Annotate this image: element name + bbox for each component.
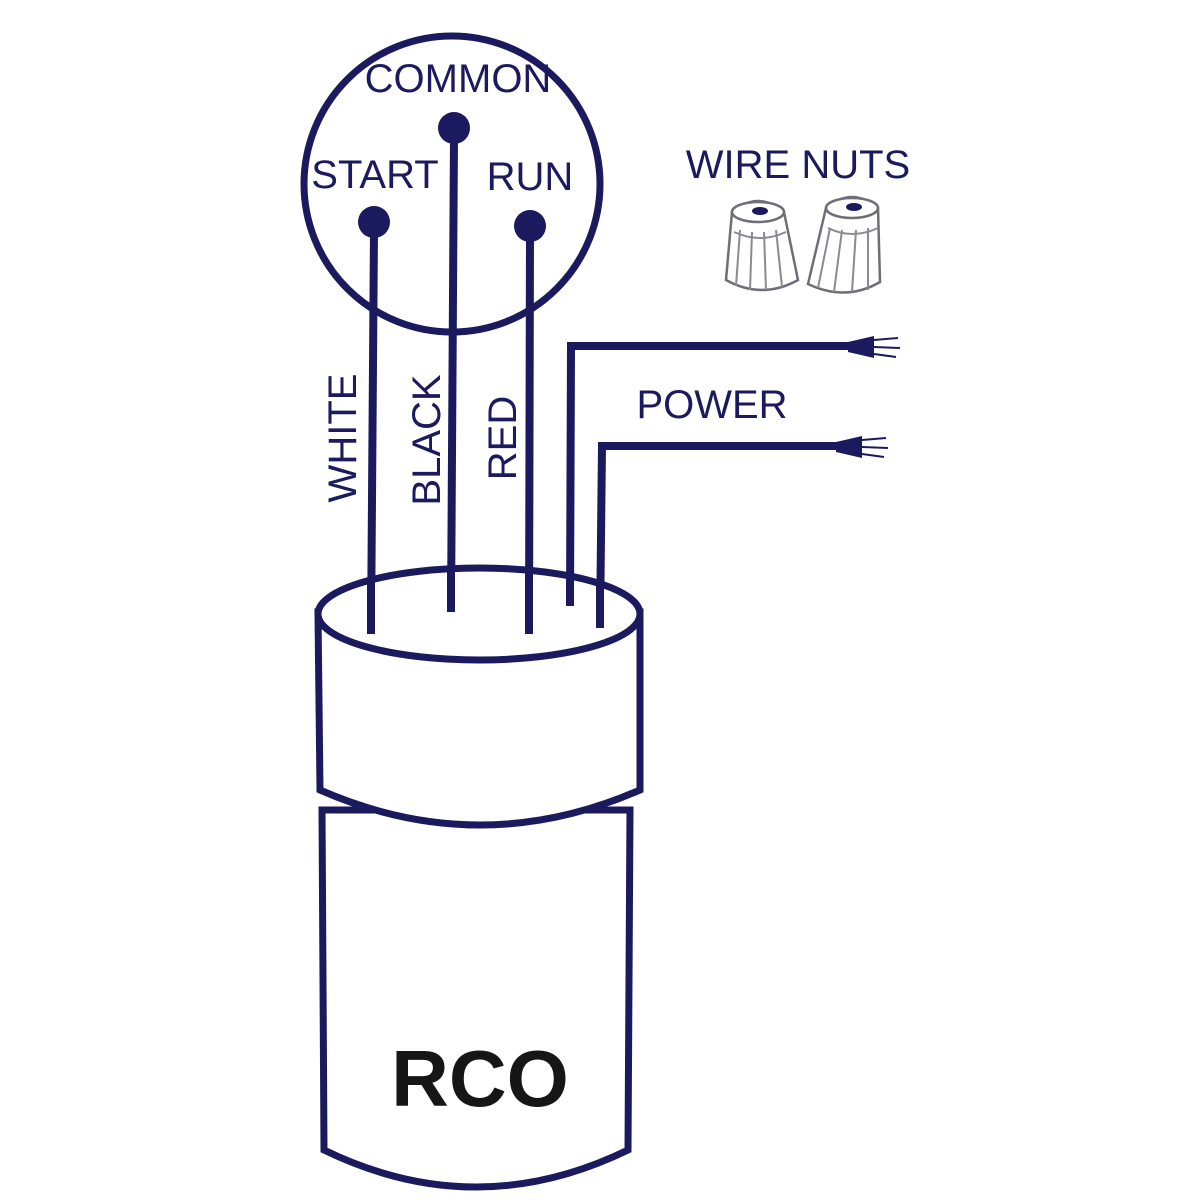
- wire-nut-left-icon: [724, 199, 800, 292]
- rco-device: RCO: [314, 564, 644, 1191]
- rco-top: [314, 564, 644, 664]
- start-label: START: [311, 153, 438, 197]
- power-label: POWER: [636, 383, 787, 427]
- black-wire-label: BLACK: [405, 374, 449, 505]
- run-label: RUN: [487, 155, 574, 199]
- white-wire-label: WHITE: [321, 374, 365, 503]
- power-lead-upper: [566, 342, 852, 607]
- start-terminal-dot: [358, 206, 390, 238]
- wire-nut-right-icon: [806, 195, 882, 294]
- white-wire: [367, 229, 378, 633]
- power-lead-lower-end: [836, 436, 889, 458]
- run-terminal-dot: [514, 210, 546, 242]
- power-lead-upper-end: [848, 336, 901, 358]
- common-label: COMMON: [365, 57, 552, 101]
- rco-label: RCO: [391, 1034, 569, 1123]
- power-lead-lower: [596, 442, 838, 629]
- black-wire: [447, 135, 458, 613]
- wire-ends: [367, 566, 604, 634]
- power-leads: [566, 336, 901, 629]
- red-wire-label: RED: [481, 396, 525, 480]
- wire-nuts-label: WIRE NUTS: [686, 143, 910, 187]
- common-terminal-dot: [438, 112, 470, 144]
- rco-body: [318, 806, 634, 1191]
